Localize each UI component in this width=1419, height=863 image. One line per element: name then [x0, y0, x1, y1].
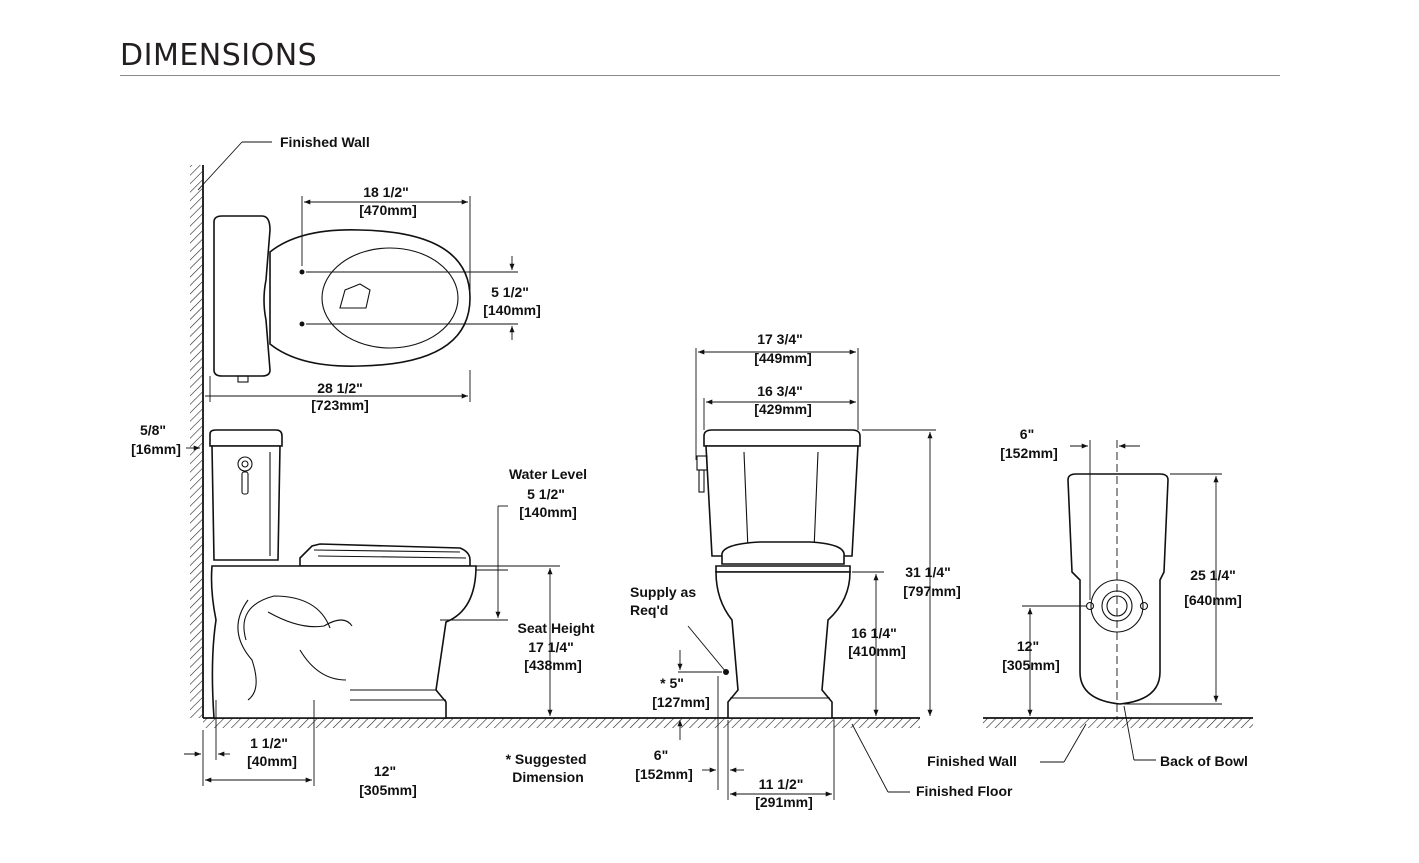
- rim-height-mm: [410mm]: [848, 643, 906, 659]
- seat-height-label: Seat Height: [517, 620, 594, 636]
- overall-height-in: 31 1/4": [905, 564, 951, 580]
- water-level-mm: [140mm]: [519, 504, 577, 520]
- rough-in-mm: [305mm]: [359, 782, 417, 798]
- base-width-in: 11 1/2": [759, 776, 804, 792]
- seat-height-mm: [438mm]: [524, 657, 582, 673]
- tank-width-mm: [449mm]: [754, 350, 812, 366]
- rough-in-in: 12": [374, 763, 396, 779]
- suggested-note-text: * Suggested: [506, 751, 587, 767]
- title-rule: [120, 75, 1280, 76]
- suggested-note: * Suggested Dimension: [506, 751, 591, 785]
- lid-width-mm: [429mm]: [754, 401, 812, 417]
- top-view: [197, 141, 518, 402]
- finished-wall-label-top: Finished Wall: [280, 134, 370, 150]
- flange-offset-mm: [40mm]: [247, 753, 297, 769]
- overall-depth-in: 28 1/2": [317, 380, 363, 396]
- overall-height-mm: [797mm]: [903, 583, 961, 599]
- wall-gap-mm: [16mm]: [131, 441, 181, 457]
- water-level-label: Water Level: [509, 466, 587, 482]
- supply-offset-in: 6": [654, 747, 668, 763]
- back-of-bowl-label: Back of Bowl: [1160, 753, 1248, 769]
- supply-height-mm: [127mm]: [652, 694, 710, 710]
- seat-height-in: 17 1/4": [528, 639, 574, 655]
- bolt-span-in: 18 1/2": [363, 184, 409, 200]
- lid-width-in: 16 3/4": [757, 383, 803, 399]
- water-level-in: 5 1/2": [527, 486, 565, 502]
- back-supply-offset-in: 6": [1020, 426, 1034, 442]
- flange-offset-in: 1 1/2": [250, 735, 288, 751]
- bolt-span-mm: [470mm]: [359, 202, 417, 218]
- rim-height-in: 16 1/4": [851, 625, 897, 641]
- wall-and-floor: [190, 165, 1253, 728]
- bolt-spacing-mm: [140mm]: [483, 302, 541, 318]
- side-view: [184, 429, 560, 786]
- supply-offset-mm: [152mm]: [635, 766, 693, 782]
- page-title: DIMENSIONS: [120, 38, 318, 73]
- back-supply-height-mm: [305mm]: [1002, 657, 1060, 673]
- tank-width-in: 17 3/4": [757, 331, 803, 347]
- supply-height-in: * 5": [660, 675, 684, 691]
- finished-wall-label-bottom: Finished Wall: [927, 753, 1017, 769]
- finished-floor-label: Finished Floor: [916, 783, 1013, 799]
- front-view: [677, 348, 936, 800]
- back-supply-offset-mm: [152mm]: [1000, 445, 1058, 461]
- back-height-mm: [640mm]: [1184, 592, 1242, 608]
- back-view: [1022, 440, 1222, 763]
- dimension-labels: Finished Wall 18 1/2" [470mm] 5 1/2" [14…: [131, 134, 1248, 810]
- bolt-spacing-in: 5 1/2": [491, 284, 529, 300]
- overall-depth-mm: [723mm]: [311, 397, 369, 413]
- suggested-note-text-line2: Dimension: [512, 769, 584, 785]
- back-supply-height-in: 12": [1017, 638, 1039, 654]
- base-width-mm: [291mm]: [755, 794, 813, 810]
- wall-gap-in: 5/8": [140, 422, 166, 438]
- back-height-in: 25 1/4": [1190, 567, 1236, 583]
